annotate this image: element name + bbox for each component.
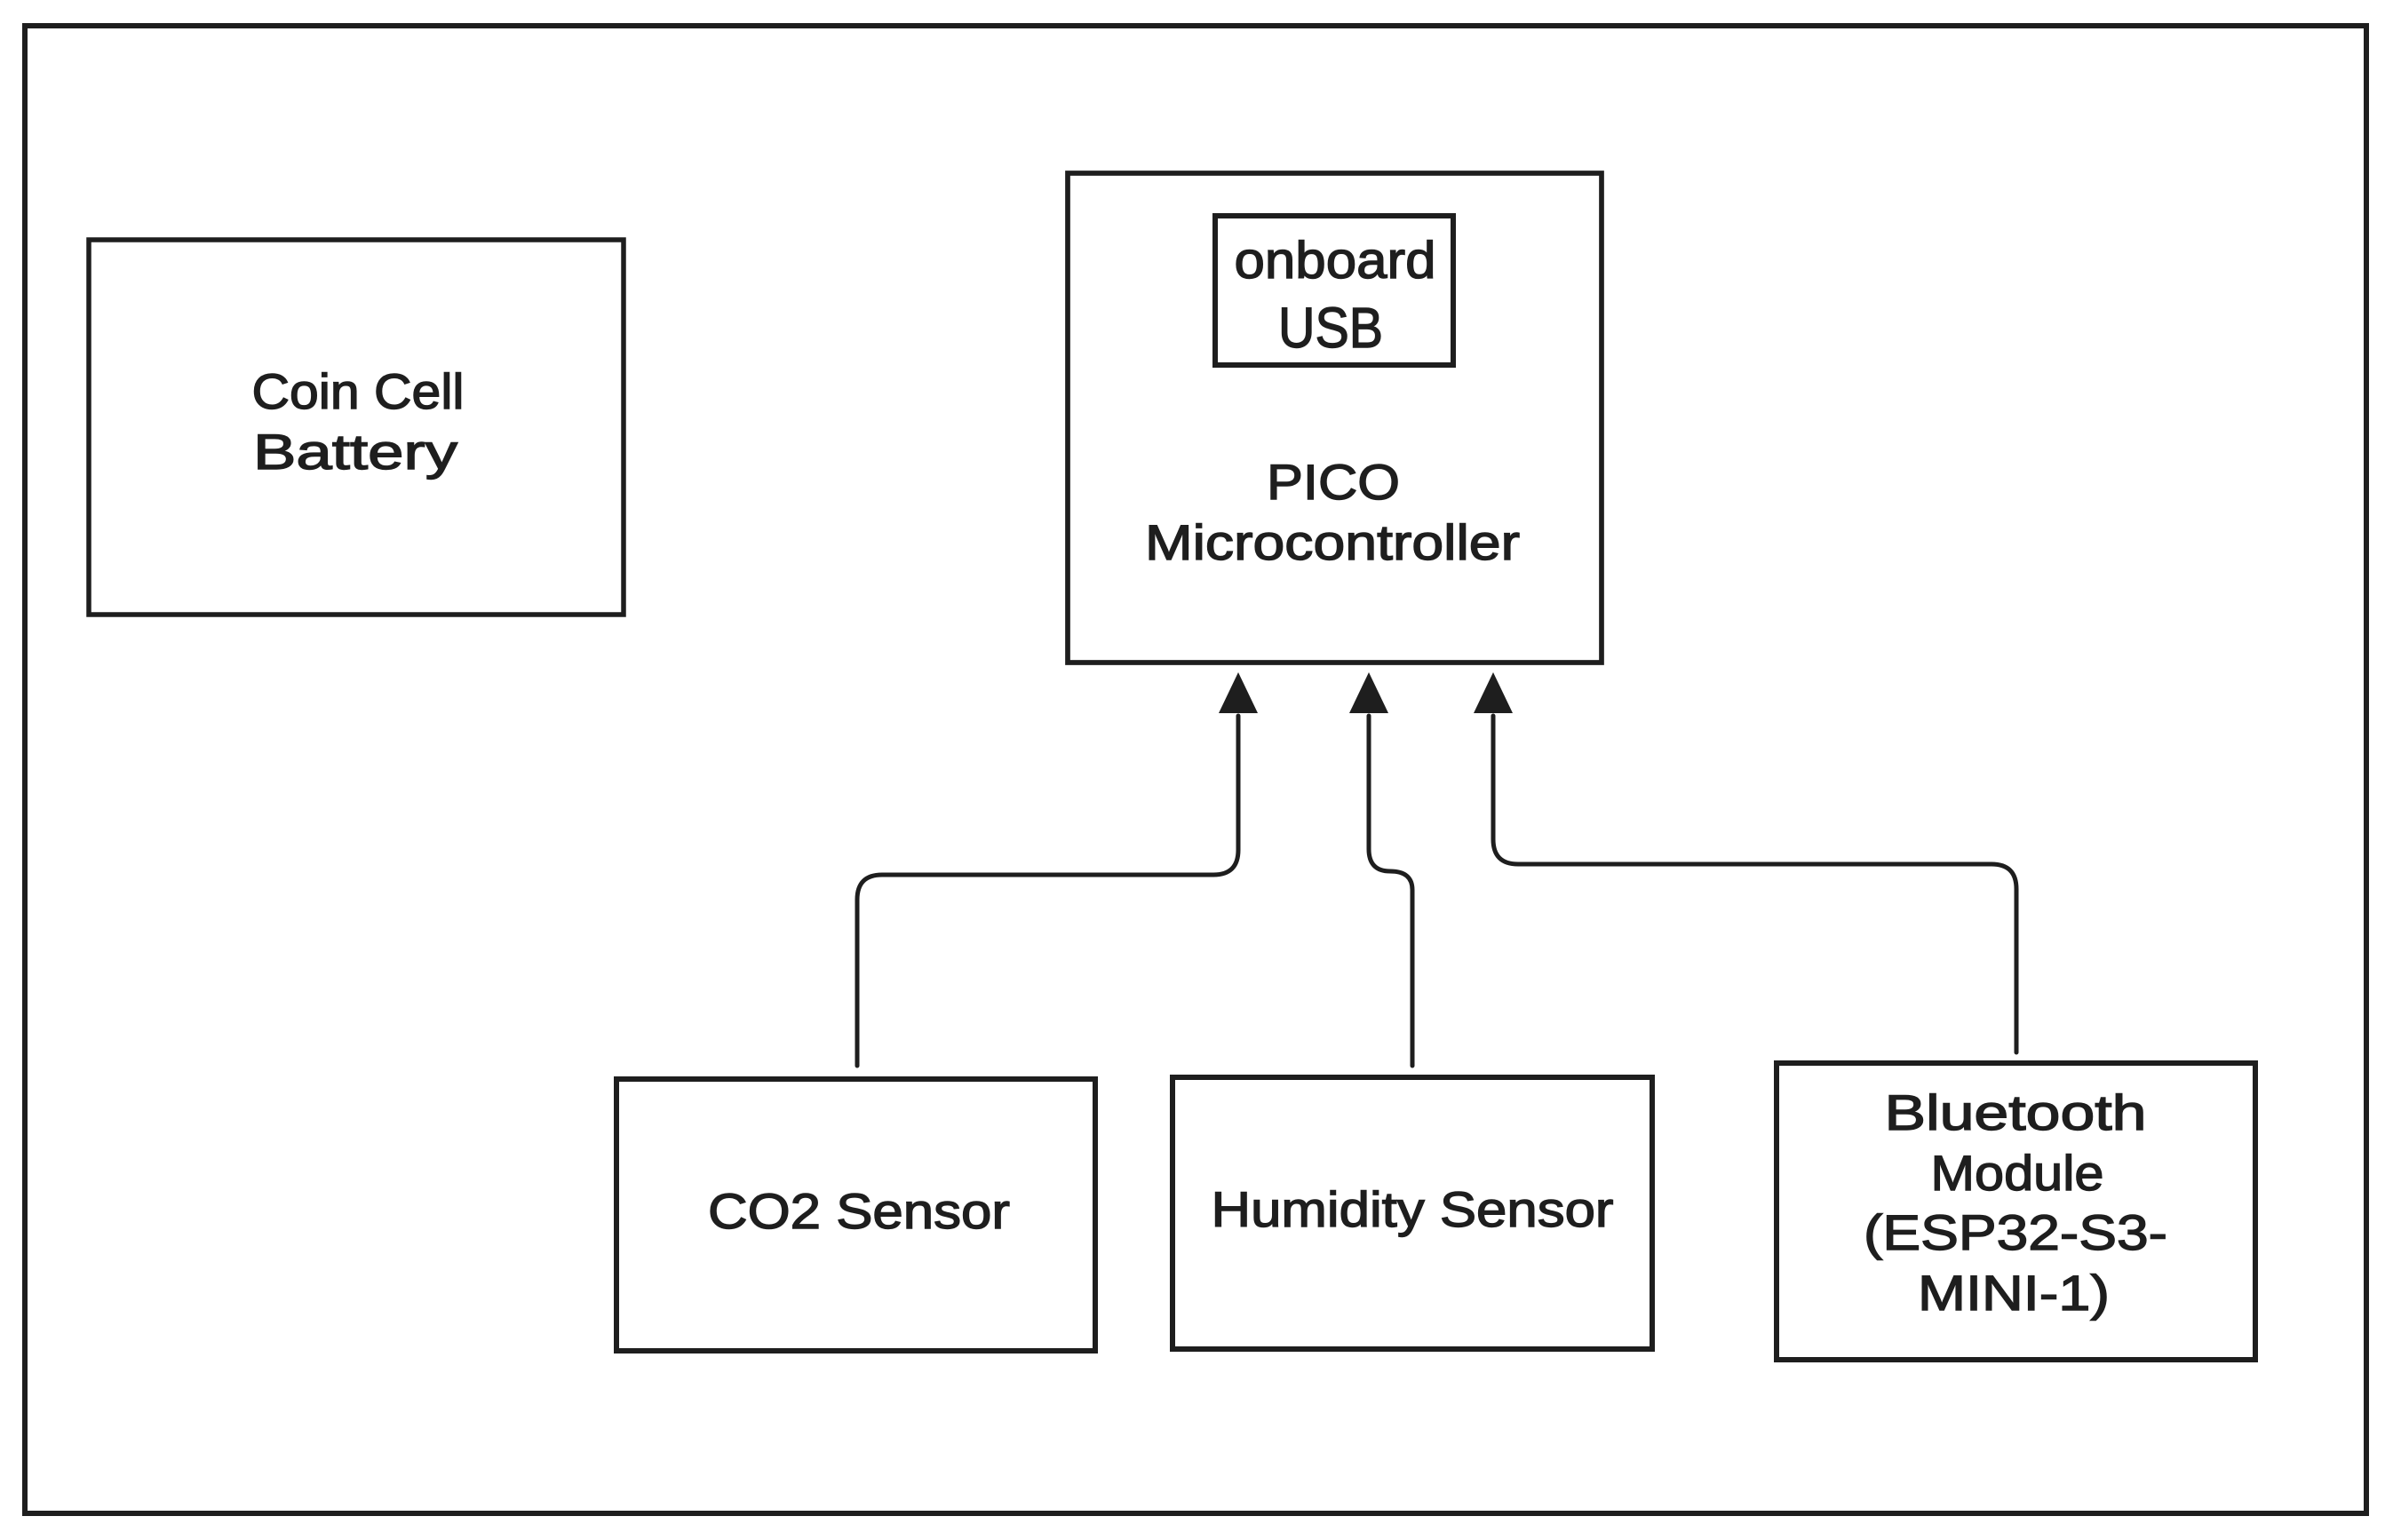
svg-text:Humidity Sensor: Humidity Sensor xyxy=(1212,1181,1614,1237)
svg-text:USB: USB xyxy=(1278,296,1383,360)
svg-text:Bluetooth: Bluetooth xyxy=(1885,1084,2147,1140)
svg-text:Coin Cell: Coin Cell xyxy=(252,363,465,419)
svg-text:PICO: PICO xyxy=(1267,454,1400,510)
svg-text:(ESP32-S3-: (ESP32-S3- xyxy=(1864,1204,2167,1260)
svg-text:onboard: onboard xyxy=(1235,232,1436,290)
svg-text:Battery: Battery xyxy=(253,424,457,480)
svg-text:MINI-1): MINI-1) xyxy=(1918,1265,2110,1321)
svg-text:Microcontroller: Microcontroller xyxy=(1145,514,1520,570)
svg-text:CO2 Sensor: CO2 Sensor xyxy=(708,1183,1010,1239)
svg-text:Module: Module xyxy=(1931,1145,2104,1201)
